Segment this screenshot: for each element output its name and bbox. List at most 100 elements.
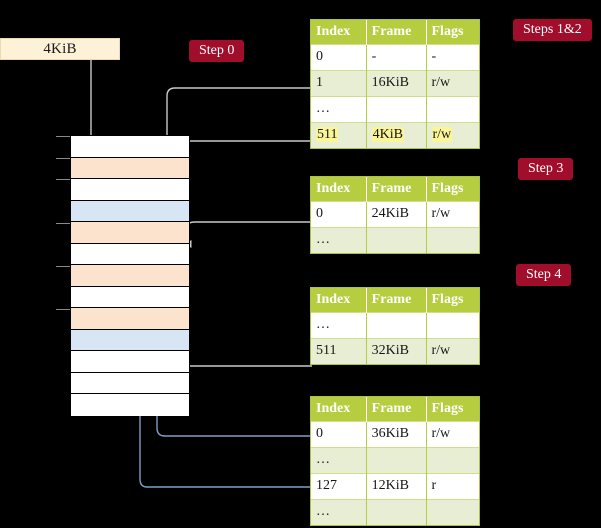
wire-l2-511-to-memory: [179, 326, 312, 367]
table-header-row: Index Frame Flags: [311, 20, 479, 45]
cell-index: 127: [311, 473, 367, 500]
memory-tick: [56, 179, 70, 180]
cell-flags: [426, 499, 479, 525]
column-header-index: Index: [311, 288, 367, 313]
cell-index: …: [311, 499, 367, 525]
table-row: 511 32KiB r/w: [311, 338, 479, 364]
page-table-level-2-grid: Index Frame Flags … 511 32KiB r/w: [311, 288, 479, 364]
cell-frame: 16KiB: [366, 70, 427, 97]
memory-frame-row: [71, 265, 189, 287]
memory-frame-row: [71, 222, 189, 244]
page-table-level-2: Index Frame Flags … 511 32KiB r/w: [310, 287, 480, 365]
column-header-flags: Flags: [426, 288, 479, 313]
cell-flags: r/w: [426, 338, 479, 364]
wire-memory-to-l3: [184, 221, 312, 248]
table-row: 127 12KiB r: [311, 473, 479, 500]
cell-frame: 32KiB: [366, 338, 427, 364]
cell-index: …: [311, 447, 367, 474]
table-row: 0 24KiB r/w: [311, 201, 479, 228]
memory-frame-row: [71, 200, 189, 222]
memory-frame-row: [71, 329, 189, 351]
cell-flags: [426, 227, 479, 253]
column-header-index: Index: [311, 397, 367, 422]
cell-flags: [426, 96, 479, 123]
memory-frame-row: [71, 157, 189, 179]
cell-index: …: [311, 96, 367, 123]
cell-index: …: [311, 312, 367, 339]
page-size-text: 4KiB: [43, 40, 77, 57]
badge-step-0-label: Step 0: [199, 43, 235, 58]
wire-memory-to-l4: [179, 140, 312, 157]
column-header-index: Index: [311, 177, 367, 202]
memory-frame-row: [71, 372, 189, 394]
cell-flags: r: [426, 473, 479, 500]
badge-steps-1-2-label: Steps 1&2: [523, 22, 582, 37]
memory-frame-row: [71, 136, 189, 158]
cell-frame: [366, 227, 427, 253]
table-row: …: [311, 227, 479, 253]
memory-frame-row: [71, 308, 189, 330]
page-table-level-4: Index Frame Flags 0 - - 1 16KiB r/w …: [310, 19, 480, 149]
column-header-frame: Frame: [366, 397, 427, 422]
cell-flags: [426, 447, 479, 474]
cell-index: 0: [311, 201, 367, 228]
page-table-level-4-grid: Index Frame Flags 0 - - 1 16KiB r/w …: [311, 20, 479, 148]
badge-step-0: Step 0: [189, 40, 245, 62]
table-row: …: [311, 312, 479, 339]
badge-step-4: Step 4: [516, 264, 572, 286]
table-row: 0 36KiB r/w: [311, 421, 479, 448]
cell-flags: r/w: [426, 122, 479, 148]
page-table-level-1: Index Frame Flags 0 36KiB r/w … 127: [310, 396, 480, 526]
cell-flags: [426, 312, 479, 339]
cell-index: …: [311, 227, 367, 253]
page-table-level-3: Index Frame Flags 0 24KiB r/w …: [310, 176, 480, 254]
table-row: …: [311, 96, 479, 123]
cell-frame: [366, 499, 427, 525]
column-header-frame: Frame: [366, 20, 427, 45]
column-header-frame: Frame: [366, 288, 427, 313]
table-header-row: Index Frame Flags: [311, 177, 479, 202]
cell-index: 0: [311, 44, 367, 71]
cell-frame: [366, 312, 427, 339]
cell-flags: r/w: [426, 201, 479, 228]
page-table-level-1-grid: Index Frame Flags 0 36KiB r/w … 127: [311, 397, 479, 525]
cell-frame: 24KiB: [366, 201, 427, 228]
memory-tick: [56, 158, 70, 159]
column-header-flags: Flags: [426, 177, 479, 202]
cell-frame: 36KiB: [366, 421, 427, 448]
cell-index: 1: [311, 70, 367, 97]
table-header-row: Index Frame Flags: [311, 288, 479, 313]
cell-frame: -: [366, 44, 427, 71]
memory-tick: [56, 136, 70, 137]
memory-tick: [56, 266, 70, 267]
column-header-index: Index: [311, 20, 367, 45]
cell-index: 511: [311, 338, 367, 364]
badge-step-3: Step 3: [518, 158, 574, 180]
memory-tick: [56, 223, 70, 224]
cell-index: 511: [311, 122, 367, 148]
memory-frame-row: [71, 243, 189, 265]
badge-step-4-label: Step 4: [526, 267, 562, 282]
cell-frame: 4KiB: [366, 122, 427, 148]
cell-frame: [366, 447, 427, 474]
cell-flags: r/w: [426, 421, 479, 448]
table-row: 1 16KiB r/w: [311, 70, 479, 97]
table-row: …: [311, 447, 479, 474]
table-row: 0 - -: [311, 44, 479, 71]
table-row-highlighted: 511 4KiB r/w: [311, 122, 479, 148]
cell-flags: -: [426, 44, 479, 71]
cell-flags: r/w: [426, 70, 479, 97]
column-header-frame: Frame: [366, 177, 427, 202]
memory-frame-row: [71, 394, 189, 416]
memory-frame-row: [71, 179, 189, 201]
physical-memory-column: [70, 135, 190, 416]
column-header-flags: Flags: [426, 397, 479, 422]
table-header-row: Index Frame Flags: [311, 397, 479, 422]
memory-frame-row: [71, 351, 189, 373]
cell-frame: [366, 96, 427, 123]
page-table-level-3-grid: Index Frame Flags 0 24KiB r/w …: [311, 177, 479, 253]
table-row: …: [311, 499, 479, 525]
badge-step-3-label: Step 3: [528, 161, 564, 176]
badge-steps-1-2: Steps 1&2: [513, 19, 592, 41]
